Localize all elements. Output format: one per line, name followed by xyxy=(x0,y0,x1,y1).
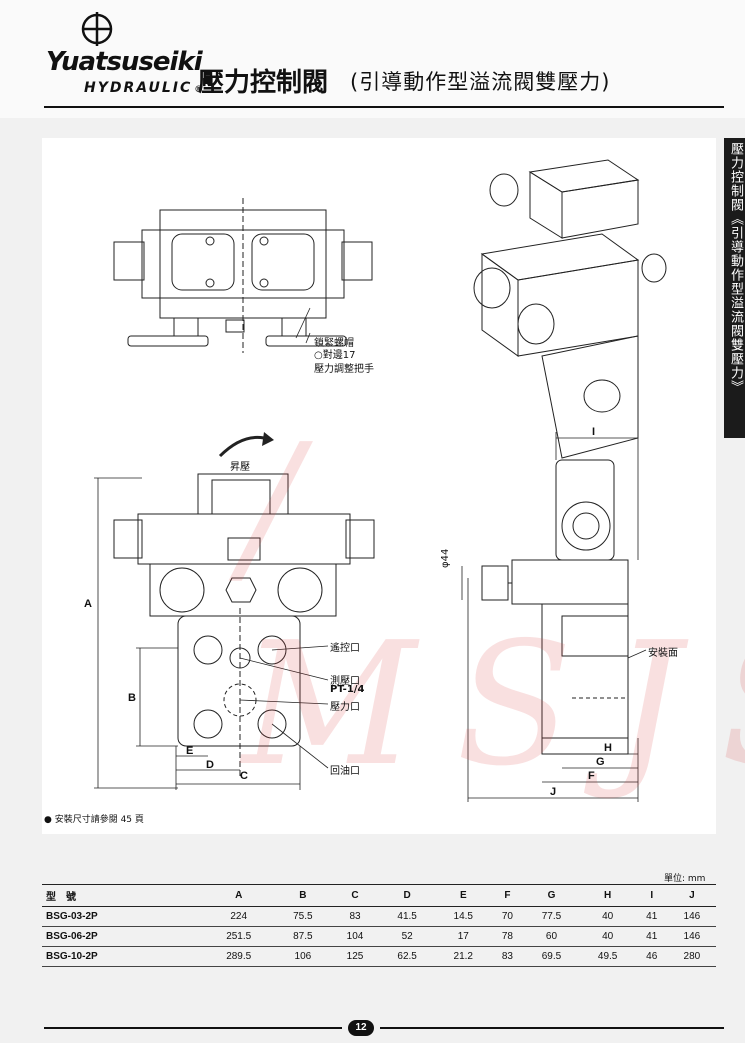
table-cell: 251.5 xyxy=(202,926,275,947)
label-phi44: φ44 xyxy=(440,548,451,568)
page-header: Yuatsuseiki HYDRAULIC® 壓力控制閥 (引導動作型溢流閥雙壓… xyxy=(0,0,745,118)
table-cell: 49.5 xyxy=(579,946,636,967)
table-cell: 146 xyxy=(667,906,716,927)
table-row: BSG-03-2P 224 75.5 83 41.5 14.5 70 77.5 … xyxy=(42,906,716,927)
table-header: A xyxy=(202,884,275,907)
dim-C: C xyxy=(240,770,248,782)
label-pressure-port: 壓力口 xyxy=(330,702,360,713)
side-view-drawing xyxy=(481,459,629,755)
table-header: B xyxy=(274,884,331,907)
table-cell: 83 xyxy=(491,946,524,967)
footer-rule-left xyxy=(44,1027,342,1029)
table-cell: 83 xyxy=(330,906,380,927)
table-header-row: 型 號 A B C D E F G H I J xyxy=(42,884,716,907)
table-cell: 224 xyxy=(202,906,275,927)
dim-G: G xyxy=(596,756,605,768)
front-view-drawing xyxy=(113,432,375,778)
dim-H: H xyxy=(604,742,612,754)
table-cell: 21.2 xyxy=(435,946,492,967)
isometric-view-drawing xyxy=(473,159,667,459)
table-cell: 14.5 xyxy=(435,906,492,927)
brand-name: Yuatsuseiki xyxy=(46,47,203,77)
side-tab: 壓力控制閥《引導動作型溢流閥雙壓力》 xyxy=(724,138,745,438)
table-cell: 125 xyxy=(330,946,380,967)
table-header: H xyxy=(579,884,636,907)
table-cell: 40 xyxy=(579,926,636,947)
table-row: BSG-10-2P 289.5 106 125 62.5 21.2 83 69.… xyxy=(42,946,716,967)
table-cell: 75.5 xyxy=(274,906,331,927)
table-cell: 78 xyxy=(491,926,524,947)
label-wrench-size: ○對邊17 xyxy=(314,350,356,361)
label-handle: 壓力調整把手 xyxy=(314,364,374,375)
table-cell: 70 xyxy=(491,906,524,927)
table-cell: 104 xyxy=(330,926,380,947)
table-cell: 69.5 xyxy=(523,946,580,967)
dim-I: I xyxy=(592,426,596,438)
table-cell: 40 xyxy=(579,906,636,927)
dim-F: F xyxy=(588,770,595,782)
table-header: F xyxy=(491,884,524,907)
table-cell: 17 xyxy=(435,926,492,947)
table-cell: BSG-10-2P xyxy=(42,946,203,967)
header-rule xyxy=(44,106,724,108)
label-lock-nut: 鎖緊螺帽 xyxy=(314,338,354,349)
footer-rule-right xyxy=(380,1027,724,1029)
label-gauge-thread: PT-1/4 xyxy=(330,684,365,695)
table-cell: 87.5 xyxy=(274,926,331,947)
table-cell: BSG-03-2P xyxy=(42,906,203,927)
table-cell: 106 xyxy=(274,946,331,967)
technical-drawing xyxy=(94,159,667,802)
table-cell: 41 xyxy=(635,926,668,947)
page-title: 壓力控制閥 xyxy=(198,68,329,98)
dim-J: J xyxy=(550,786,557,798)
table-cell: 289.5 xyxy=(202,946,275,967)
label-remote-port: 遙控口 xyxy=(330,643,360,654)
table-cell: 77.5 xyxy=(523,906,580,927)
table-cell: 46 xyxy=(635,946,668,967)
table-header: J xyxy=(667,884,716,907)
table-cell: 146 xyxy=(667,926,716,947)
page-subtitle: (引導動作型溢流閥雙壓力) xyxy=(350,70,611,94)
dim-A: A xyxy=(84,598,92,610)
label-pressure-up: 昇壓 xyxy=(230,462,250,473)
table-header: E xyxy=(435,884,492,907)
logo-emblem-icon xyxy=(81,12,113,46)
table-header: 型 號 xyxy=(42,884,203,907)
table-cell: 62.5 xyxy=(379,946,436,967)
table-cell: 280 xyxy=(667,946,716,967)
table-row: BSG-06-2P 251.5 87.5 104 52 17 78 60 40 … xyxy=(42,926,716,947)
brand-subtitle: HYDRAULIC® xyxy=(84,80,204,96)
dim-E: E xyxy=(186,745,194,757)
table-cell: 52 xyxy=(379,926,436,947)
table-cell: BSG-06-2P xyxy=(42,926,203,947)
table-cell: 60 xyxy=(523,926,580,947)
table-cell: 41.5 xyxy=(379,906,436,927)
table-header: C xyxy=(330,884,380,907)
table-cell: 41 xyxy=(635,906,668,927)
label-gauge-port: 測壓口 xyxy=(330,676,360,687)
footnote: ● 安裝尺寸請參閱 45 頁 xyxy=(44,815,144,825)
unit-label: 單位: mm xyxy=(664,874,706,884)
table-header: G xyxy=(523,884,580,907)
table-header: D xyxy=(379,884,436,907)
top-view-drawing xyxy=(113,198,373,353)
page-number: 12 xyxy=(348,1020,374,1036)
spec-table: 型 號 A B C D E F G H I J BSG-03-2P 224 75… xyxy=(42,884,716,967)
drawing-panel: / MSJS 鎖緊螺帽 ○對邊17 壓力調整把手 昇壓 遙控口 測壓口 PT-1… xyxy=(42,138,745,834)
dim-D: D xyxy=(206,759,214,771)
label-mount-face: 安裝面 xyxy=(648,648,678,659)
label-return-port: 回油口 xyxy=(330,766,360,777)
dim-B: B xyxy=(128,692,136,704)
table-header: I xyxy=(635,884,668,907)
